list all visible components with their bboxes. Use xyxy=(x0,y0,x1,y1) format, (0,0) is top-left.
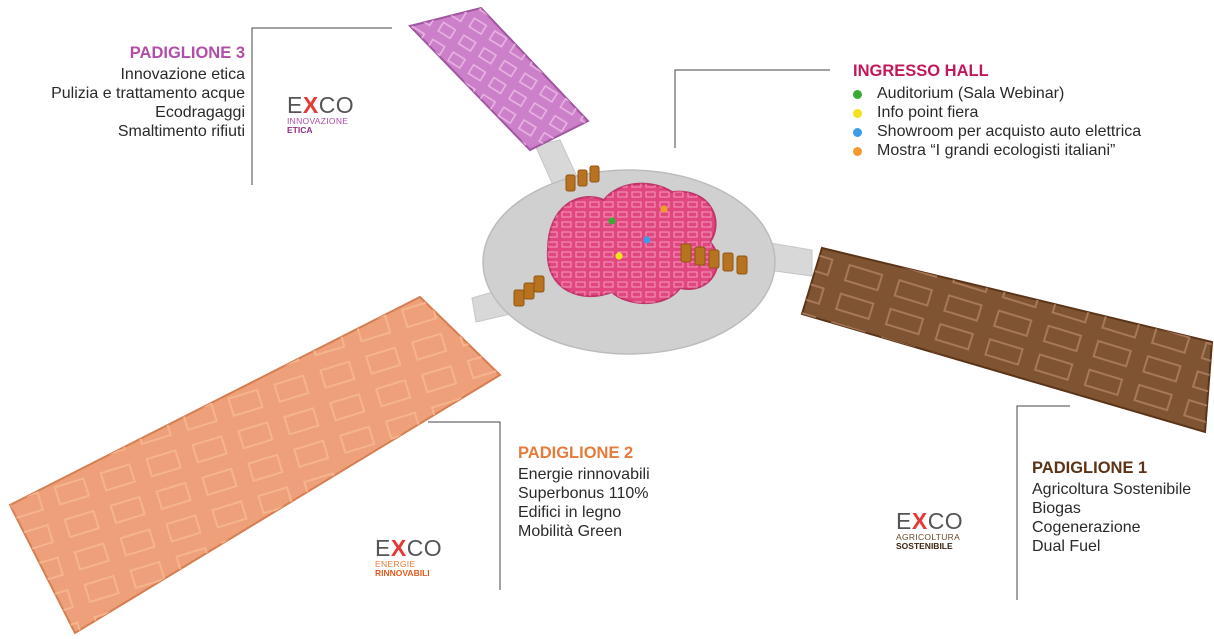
yellow-dot-icon xyxy=(853,109,862,119)
padiglione-2-item: Mobilità Green xyxy=(518,523,623,541)
showroom-dot xyxy=(643,236,651,244)
ingresso-hall-legend: INGRESSO HALL Auditorium (Sala Webinar) … xyxy=(853,62,1141,161)
padiglione-3-item: Innovazione etica xyxy=(120,66,245,84)
padiglione-1-item: Biogas xyxy=(1032,500,1081,518)
padiglione-3-item: Ecodragaggi xyxy=(155,104,245,122)
blue-dot-icon xyxy=(853,128,862,138)
padiglione-1-building xyxy=(800,246,1214,434)
padiglione-2-item: Energie rinnovabili xyxy=(518,466,650,484)
padiglione-1-item: Agricoltura Sostenibile xyxy=(1032,481,1192,499)
ingresso-hall-building xyxy=(482,169,776,355)
legend-item-showroom: Showroom per acquisto auto elettrica xyxy=(853,123,1141,142)
padiglione-3-item: Pulizia e trattamento acque xyxy=(51,85,245,103)
padiglione-1-label: PADIGLIONE 1 Agricoltura Sostenibile Bio… xyxy=(1032,459,1191,557)
exco-innovazione-etica-logo: EXCO INNOVAZIONE ETICA xyxy=(287,92,355,135)
mostra-dot xyxy=(660,205,668,213)
padiglione-2-item: Superbonus 110% xyxy=(518,485,649,503)
exco-energie-rinnovabili-logo: EXCO ENERGIE RINNOVABILI xyxy=(375,535,443,578)
padiglione-1-title: PADIGLIONE 1 xyxy=(1032,459,1148,477)
exco-agricoltura-sostenibile-logo: EXCO AGRICOLTURA SOSTENIBILE xyxy=(896,508,964,551)
green-dot-icon xyxy=(853,90,862,100)
padiglione-2-building xyxy=(8,295,502,635)
legend-item-auditorium: Auditorium (Sala Webinar) xyxy=(853,85,1141,104)
padiglione-3-title: PADIGLIONE 3 xyxy=(129,44,245,62)
leader-lines xyxy=(251,27,1070,600)
ingresso-hall-title: INGRESSO HALL xyxy=(853,62,989,80)
padiglione-3-label: PADIGLIONE 3 Innovazione etica Pulizia e… xyxy=(10,44,245,142)
padiglione-1-item: Dual Fuel xyxy=(1032,538,1101,556)
padiglione-2-title: PADIGLIONE 2 xyxy=(518,444,634,462)
padiglione-1-item: Cogenerazione xyxy=(1032,519,1141,537)
padiglione-3-item: Smaltimento rifiuti xyxy=(117,123,245,141)
hub-connectors xyxy=(513,165,748,307)
legend-item-info-point: Info point fiera xyxy=(853,104,1141,123)
orange-dot-icon xyxy=(853,147,862,157)
auditorium-dot xyxy=(608,217,616,225)
padiglione-2-label: PADIGLIONE 2 Energie rinnovabili Superbo… xyxy=(518,444,650,542)
legend-item-mostra: Mostra “I grandi ecologisti italiani” xyxy=(853,142,1141,161)
info-point-dot xyxy=(615,252,623,260)
padiglione-3-building xyxy=(408,6,590,152)
padiglione-2-item: Edifici in legno xyxy=(518,504,622,522)
